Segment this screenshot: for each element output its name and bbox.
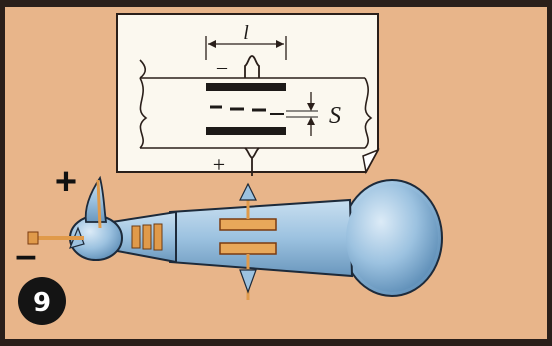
inset-plus-label: + — [213, 152, 225, 177]
ring-3 — [154, 224, 162, 250]
lower-plate — [206, 127, 286, 135]
figure-number-badge: 9 — [18, 277, 66, 325]
upper-plate — [206, 83, 286, 91]
upper-deflection-plate — [220, 219, 276, 230]
tube-neck — [170, 200, 352, 276]
inset-minus-label: – — [216, 56, 228, 78]
length-label: l — [243, 22, 249, 44]
figure-number: 9 — [33, 288, 51, 318]
minus-terminal-sign: – — [15, 235, 36, 277]
ring-1 — [132, 226, 140, 248]
lower-deflection-plate — [220, 243, 276, 254]
anode-wire — [98, 180, 100, 228]
gap-label: S — [329, 103, 341, 129]
ring-2 — [143, 225, 151, 249]
plus-terminal-sign: + — [55, 161, 77, 203]
inset-card: l – S + — [117, 14, 378, 177]
